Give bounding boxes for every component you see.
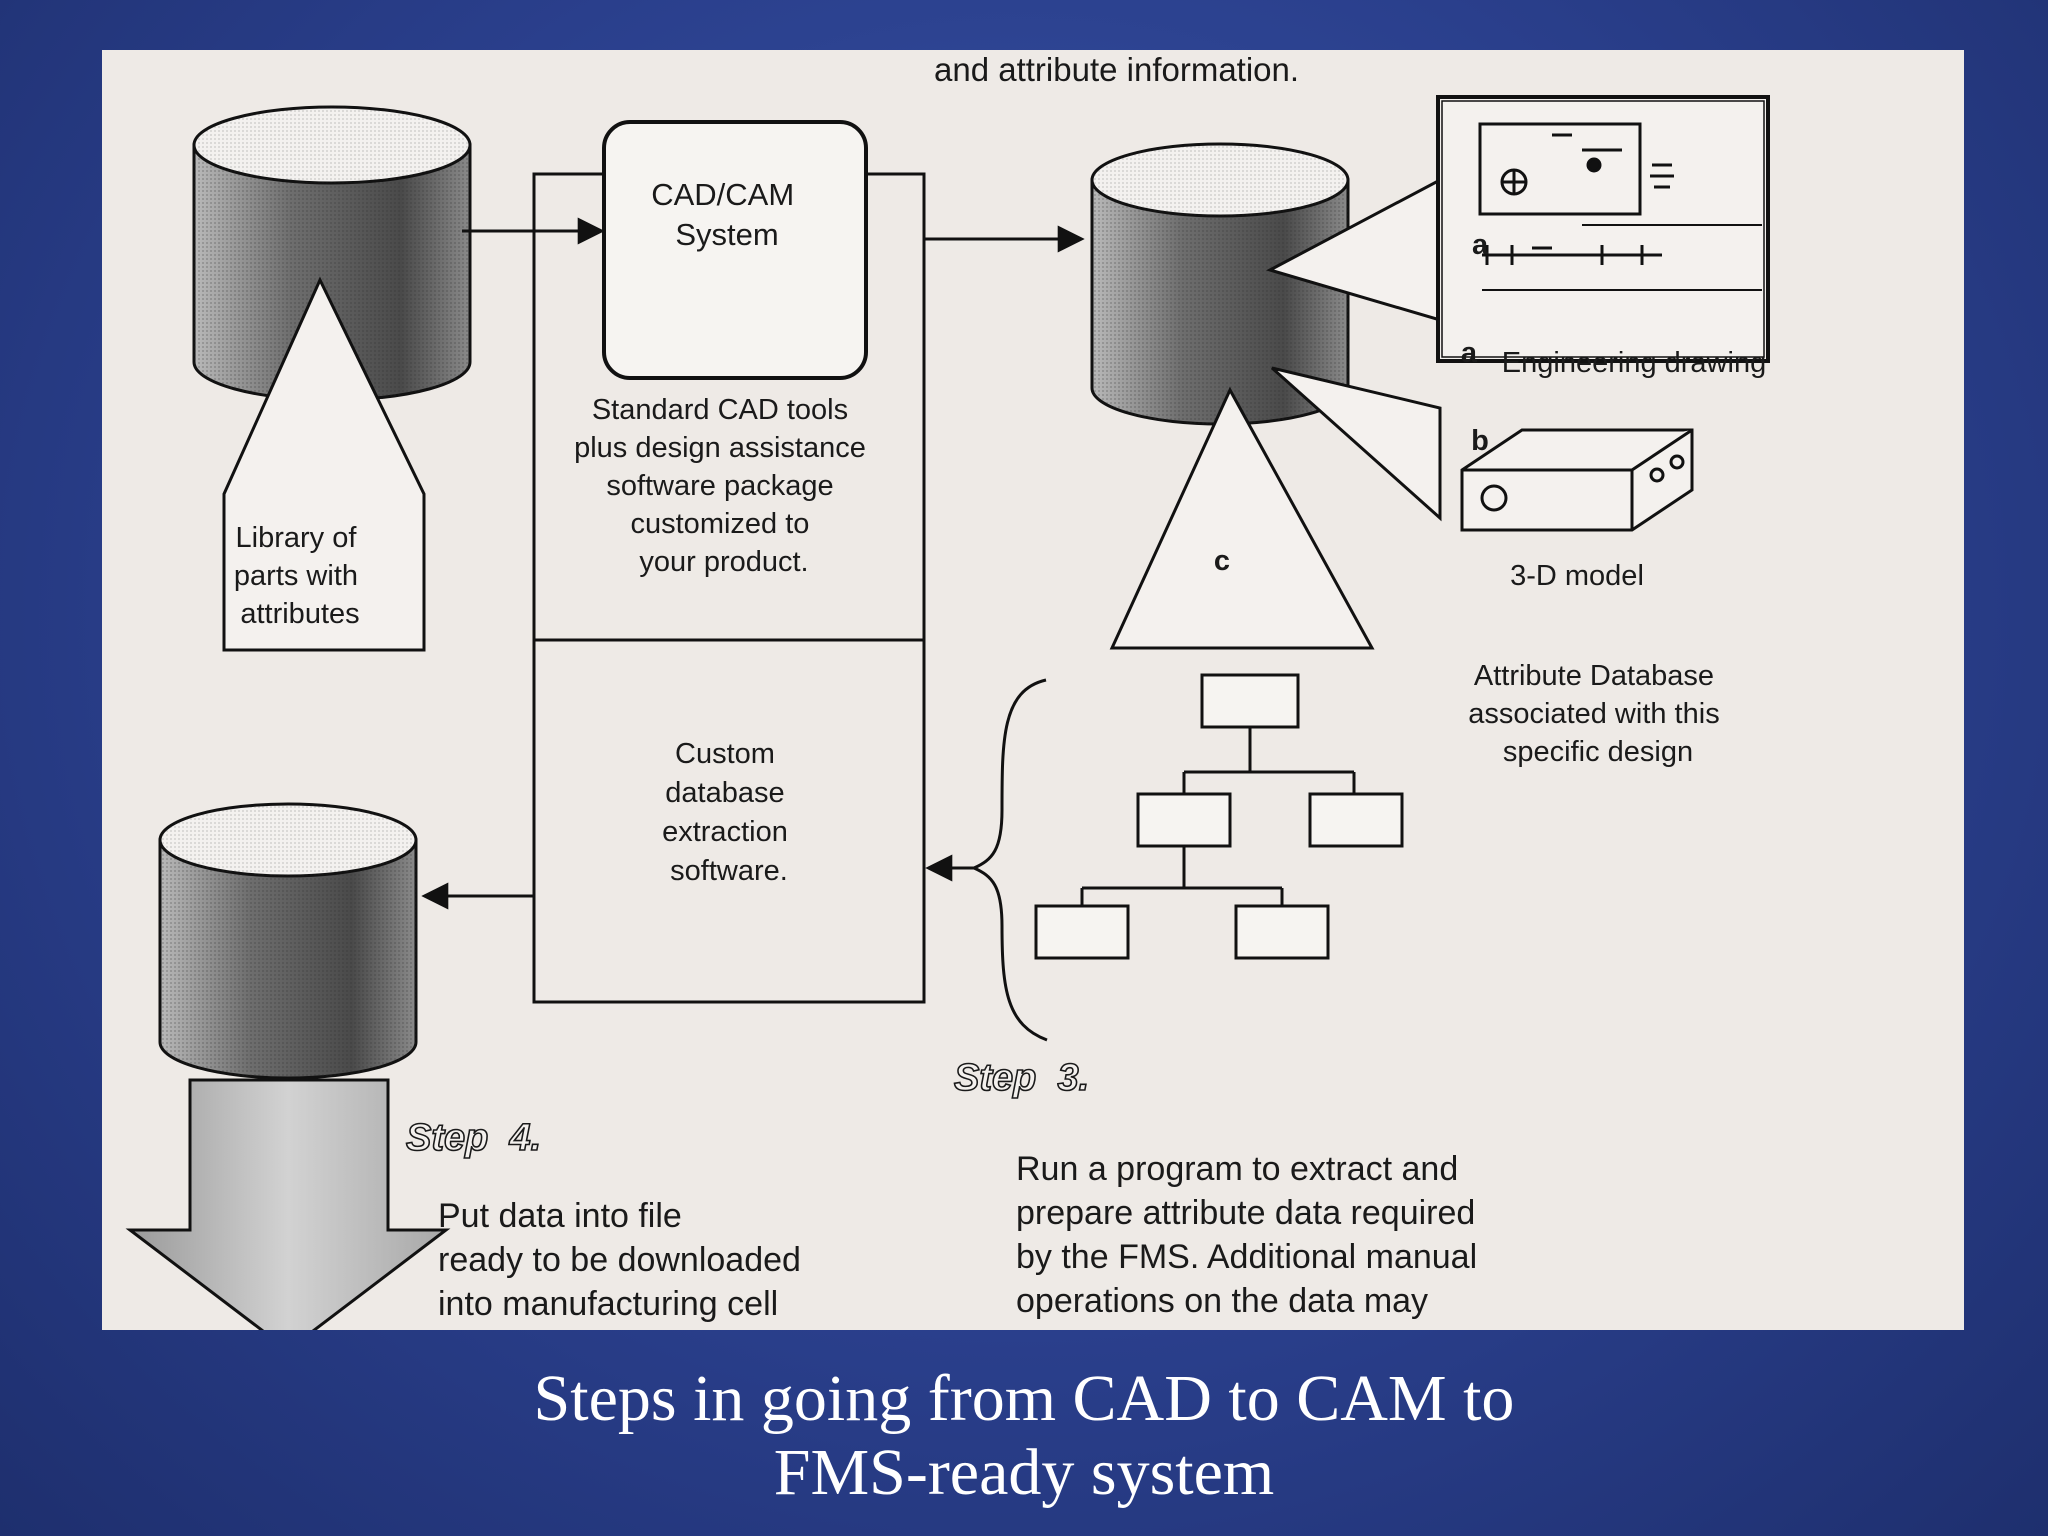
- model-3d-callout: [1271, 366, 1694, 532]
- download-arrow: [125, 1078, 451, 1330]
- design-database-cylinder: [1090, 142, 1350, 426]
- callout-c-label: c: [1214, 545, 1230, 577]
- step-3-label: Step 3.: [954, 1057, 1089, 1099]
- custom-database-software-label: Custom database extraction software.: [662, 738, 796, 887]
- library-callout: [222, 276, 426, 652]
- step-4-label: Step 4.: [406, 1117, 541, 1159]
- callout-b-label: b: [1471, 425, 1489, 457]
- attribute-database-tree: [1034, 673, 1404, 960]
- callout-a-label: a: [1461, 337, 1478, 369]
- model-3d-icon: [1460, 428, 1694, 532]
- caption-line-1: Steps in going from CAD to CAM to: [533, 1362, 1515, 1435]
- caption-line-2: FMS-ready system: [773, 1436, 1275, 1509]
- cad-cam-system-label: CAD/CAM System: [651, 177, 803, 252]
- cad-tools-description: Standard CAD tools plus design assistanc…: [574, 394, 874, 578]
- figure-scan: and attribute information. Library of pa…: [102, 50, 1964, 1330]
- slide-caption: Steps in going from CAD to CAM to FMS-re…: [0, 1362, 2048, 1510]
- step-4-description: Put data into file ready to be downloade…: [438, 1197, 810, 1323]
- attribute-callout-triangle: [1109, 386, 1375, 650]
- cad-cam-system-box: [602, 120, 868, 380]
- top-text-fragment: and attribute information.: [934, 51, 1299, 88]
- engineering-drawing-callout: a: [1266, 95, 1770, 363]
- attribute-database-label: Attribute Database associated with this …: [1468, 660, 1728, 768]
- library-label: Library of parts with attributes: [234, 522, 366, 630]
- library-database-cylinder: [192, 105, 472, 402]
- output-database-cylinder: [158, 802, 418, 1080]
- engineering-drawing-label: Engineering drawing: [1502, 347, 1766, 379]
- engineering-drawing-icon: [1478, 122, 1674, 265]
- step-3-description: Run a program to extract and prepare att…: [1016, 1150, 1487, 1320]
- model-3d-label: 3-D model: [1510, 560, 1644, 592]
- curly-brace: [970, 678, 1048, 1042]
- callout-a-letter: a: [1472, 229, 1489, 261]
